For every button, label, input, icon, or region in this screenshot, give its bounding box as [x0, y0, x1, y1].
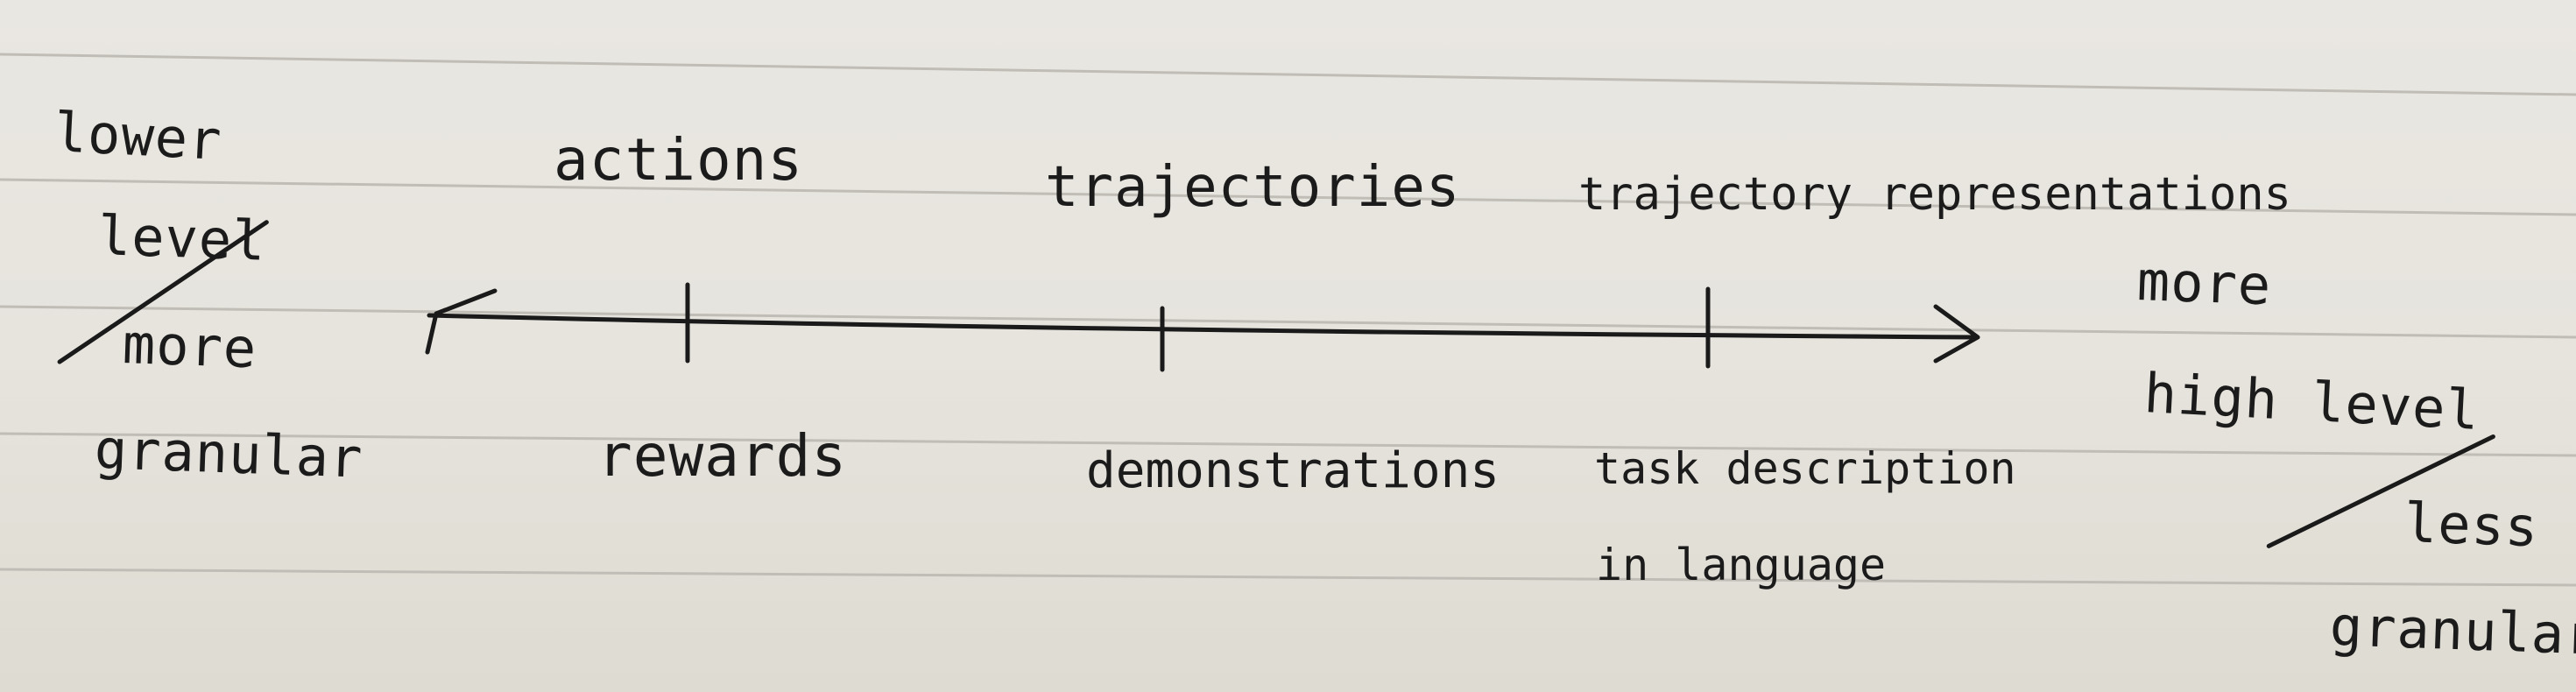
- above-label-trajectory-representations: trajectory representations: [1578, 168, 2291, 221]
- right-label-line4: granular: [2328, 594, 2576, 667]
- left-arrowhead: [425, 288, 498, 355]
- axis-line: [427, 313, 1978, 340]
- left-label-line3: more: [121, 312, 258, 381]
- above-label-trajectories: trajectories: [1045, 155, 1461, 220]
- below-label-demonstrations: demonstrations: [1086, 442, 1500, 499]
- left-label-line4: granular: [93, 417, 364, 491]
- rule-line: [0, 568, 2576, 587]
- right-arrowhead: [1933, 304, 1980, 364]
- below-label-task-description: task description: [1594, 443, 2016, 494]
- rule-line: [0, 178, 2576, 216]
- below-label-rewards: rewards: [597, 422, 848, 490]
- right-label-line2: high level: [2142, 361, 2481, 443]
- rule-line: [0, 432, 2576, 457]
- rule-line: [0, 53, 2576, 96]
- below-label-in-language: in language: [1596, 540, 1887, 590]
- above-label-actions: actions: [554, 126, 804, 194]
- right-label-line3: less: [2403, 491, 2540, 560]
- rule-line: [0, 305, 2576, 339]
- left-label-line1: lower: [53, 100, 224, 173]
- right-label-line1: more: [2135, 249, 2273, 318]
